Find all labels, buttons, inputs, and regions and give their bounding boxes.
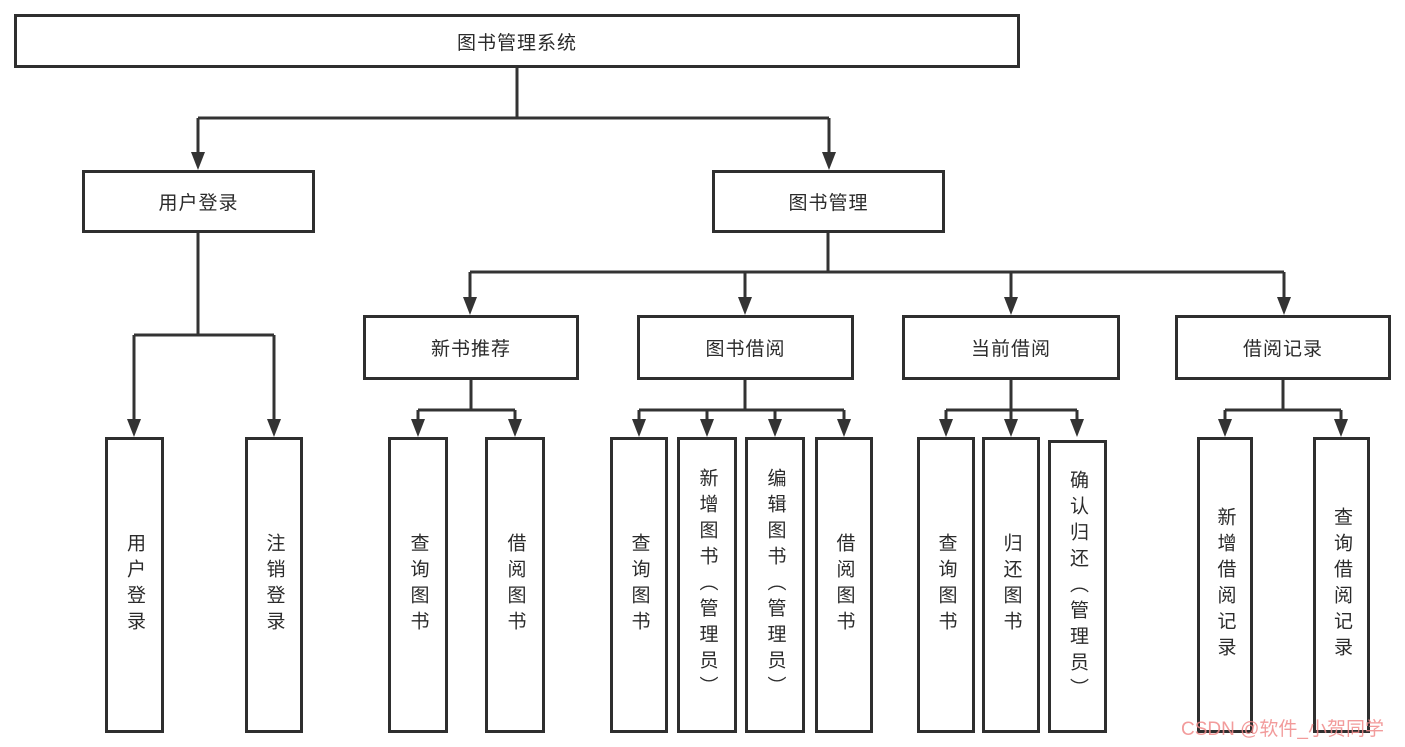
- leaf-user-login: 用户登录: [105, 437, 164, 733]
- leaf-query-book-3-label: 查询图书: [935, 533, 957, 637]
- node-borrow-records: 借阅记录: [1175, 315, 1391, 380]
- node-book-borrow-label: 图书借阅: [705, 339, 786, 360]
- leaf-logout: 注销登录: [245, 437, 303, 733]
- leaf-query-book-2-label: 查询图书: [628, 533, 650, 637]
- leaf-query-borrow-record: 查询借阅记录: [1313, 437, 1370, 733]
- leaf-borrow-book-2-label: 借阅图书: [833, 533, 855, 637]
- node-new-book-recommend-label: 新书推荐: [430, 339, 511, 360]
- node-root-label: 图书管理系统: [456, 32, 577, 54]
- leaf-add-borrow-record-label: 新增借阅记录: [1214, 507, 1236, 663]
- node-book-management: 图书管理: [712, 170, 945, 233]
- leaf-query-borrow-record-label: 查询借阅记录: [1331, 507, 1352, 663]
- leaf-add-book-admin-label: 新增图书（管理员）: [696, 468, 718, 702]
- leaf-query-book-1: 查询图书: [388, 437, 448, 733]
- node-user-login-label: 用户登录: [158, 193, 239, 214]
- node-borrow-records-label: 借阅记录: [1242, 339, 1323, 360]
- node-book-management-label: 图书管理: [788, 193, 869, 214]
- leaf-borrow-book-2: 借阅图书: [815, 437, 873, 733]
- leaf-edit-book-admin: 编辑图书（管理员）: [745, 437, 805, 733]
- leaf-logout-label: 注销登录: [263, 533, 285, 637]
- leaf-query-book-2: 查询图书: [610, 437, 668, 733]
- leaf-add-book-admin: 新增图书（管理员）: [677, 437, 737, 733]
- leaf-return-book: 归还图书: [982, 437, 1040, 733]
- node-book-borrow: 图书借阅: [637, 315, 854, 380]
- csdn-watermark: CSDN @软件_小贺同学: [1181, 719, 1384, 740]
- leaf-borrow-book-1-label: 借阅图书: [504, 533, 526, 637]
- leaf-borrow-book-1: 借阅图书: [485, 437, 545, 733]
- leaf-query-book-1-label: 查询图书: [407, 533, 429, 637]
- node-new-book-recommend: 新书推荐: [363, 315, 579, 380]
- leaf-query-book-3: 查询图书: [917, 437, 975, 733]
- node-current-borrow-label: 当前借阅: [970, 339, 1051, 360]
- leaf-confirm-return-admin-label: 确认归还（管理员）: [1067, 469, 1088, 704]
- node-current-borrow: 当前借阅: [902, 315, 1120, 380]
- leaf-add-borrow-record: 新增借阅记录: [1197, 437, 1253, 733]
- node-user-login: 用户登录: [82, 170, 315, 233]
- leaf-user-login-label: 用户登录: [124, 533, 145, 637]
- leaf-confirm-return-admin: 确认归还（管理员）: [1048, 440, 1107, 733]
- leaf-return-book-label: 归还图书: [1000, 533, 1022, 637]
- leaf-edit-book-admin-label: 编辑图书（管理员）: [764, 468, 786, 702]
- node-root: 图书管理系统: [14, 14, 1020, 68]
